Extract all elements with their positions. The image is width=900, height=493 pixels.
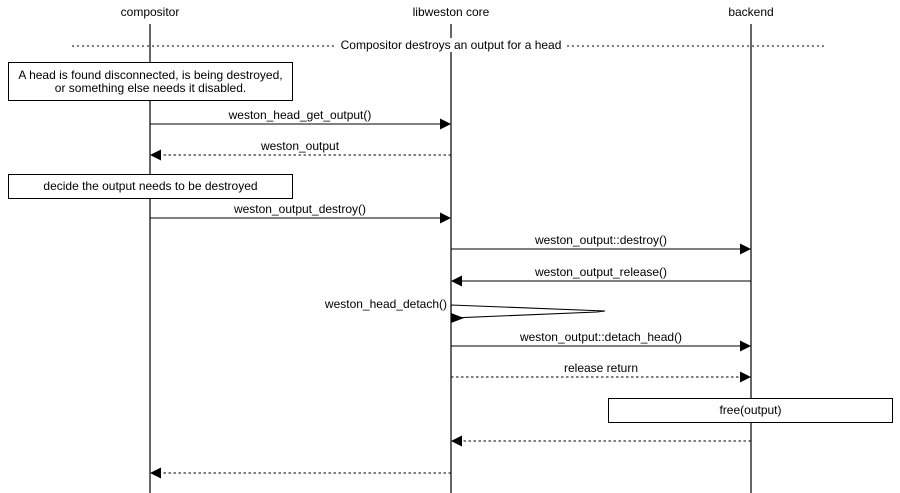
message-label-weston-output-release: weston_output_release()	[531, 265, 671, 279]
arrowhead-left	[150, 467, 161, 479]
message-label-release-return: release return	[560, 361, 642, 375]
arrowhead-left	[451, 275, 462, 287]
arrowhead-right	[440, 118, 451, 130]
message-label-weston-output-detach-head: weston_output::detach_head()	[516, 330, 686, 344]
self-call-msg-weston-head-detach	[450, 304, 606, 323]
arrowhead-left	[451, 313, 464, 323]
actor-label-compositor: compositor	[120, 5, 180, 19]
arrowhead-right	[740, 340, 751, 352]
arrowhead-left	[150, 149, 161, 161]
arrowhead-left	[451, 435, 462, 447]
arrowhead-right	[740, 371, 751, 383]
divider-label: Compositor destroys an output for a head	[336, 38, 566, 52]
note-free-output: free(output)	[608, 398, 893, 423]
self-call-loop	[450, 304, 606, 319]
message-label-weston-output: weston_output	[257, 139, 343, 153]
note-head-disconnected: A head is found disconnected, is being d…	[8, 62, 293, 101]
arrowhead-right	[440, 212, 451, 224]
note-decide-destroy: decide the output needs to be destroyed	[8, 174, 293, 199]
actor-label-libweston-core: libweston core	[412, 5, 490, 19]
message-label-weston-head-detach: weston_head_detach()	[321, 297, 450, 311]
arrowhead-right	[740, 243, 751, 255]
message-arrows-group	[150, 118, 751, 479]
actor-label-backend: backend	[728, 5, 774, 19]
message-label-weston-head-get-output: weston_head_get_output()	[225, 108, 375, 122]
message-label-weston-output-colon-destroy: weston_output::destroy()	[531, 233, 671, 247]
message-label-weston-output-destroy: weston_output_destroy()	[230, 202, 370, 216]
